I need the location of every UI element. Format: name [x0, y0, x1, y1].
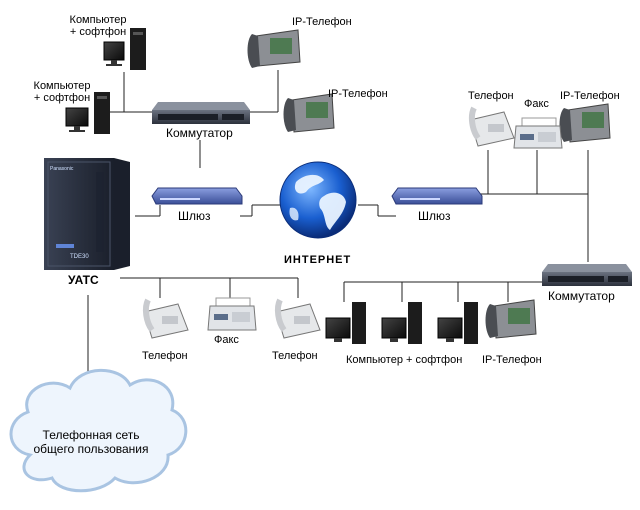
switch-top — [152, 102, 250, 124]
label-ip-phone-right: IP-Телефон — [560, 90, 620, 102]
fax-right — [513, 117, 563, 149]
label-phone-bottom-2: Телефон — [272, 350, 318, 362]
label-phone-right: Телефон — [468, 90, 514, 102]
pbx-unit — [44, 158, 130, 270]
label-phone-bottom-1: Телефон — [142, 350, 188, 362]
computer-left — [65, 92, 110, 134]
computer-top — [103, 28, 146, 70]
phone-right — [468, 106, 515, 147]
label-switch-top: Коммутатор — [166, 126, 233, 140]
label-ip-phone-mid: IP-Телефон — [328, 88, 388, 100]
label-ip-phone-bottom: IP-Телефон — [482, 354, 542, 366]
gateway-right — [391, 187, 483, 205]
label-internet: ИНТЕРНЕТ — [284, 254, 352, 266]
phone-bottom-2 — [274, 298, 321, 339]
ip-phone-mid — [283, 93, 335, 133]
label-gateway-right: Шлюз — [418, 209, 451, 223]
label-gateway-left: Шлюз — [178, 209, 211, 223]
computer-bottom-1 — [325, 302, 366, 344]
phone-bottom-1 — [142, 298, 189, 339]
label-pc-softphone-top: Компьютер + софтфон — [69, 14, 127, 38]
ip-phone-top — [247, 29, 301, 68]
label-pc-softphone-bottom: Компьютер + софтфон — [346, 354, 463, 366]
label-ip-phone-top: IP-Телефон — [292, 16, 352, 28]
label-pstn: Телефонная сеть общего пользования — [33, 428, 149, 456]
label-pbx: УАТС — [68, 273, 99, 287]
pstn-cloud — [9, 368, 188, 493]
label-fax-right: Факс — [524, 98, 549, 110]
ip-phone-right — [559, 103, 611, 143]
label-pc-softphone-left: Компьютер + софтфон — [33, 80, 91, 104]
label-switch-right: Коммутатор — [548, 289, 615, 303]
pbx-model: TDE30 — [70, 254, 89, 260]
pbx-brand: Panasonic — [50, 166, 74, 172]
ip-phone-bottom — [485, 299, 537, 339]
computer-bottom-2 — [381, 302, 422, 344]
fax-bottom — [207, 297, 257, 331]
internet-globe — [279, 161, 357, 239]
connection-lines — [87, 70, 589, 400]
switch-right — [542, 264, 632, 286]
computer-bottom-3 — [437, 302, 478, 344]
label-fax-bottom: Факс — [214, 334, 239, 346]
gateway-left — [151, 187, 243, 205]
